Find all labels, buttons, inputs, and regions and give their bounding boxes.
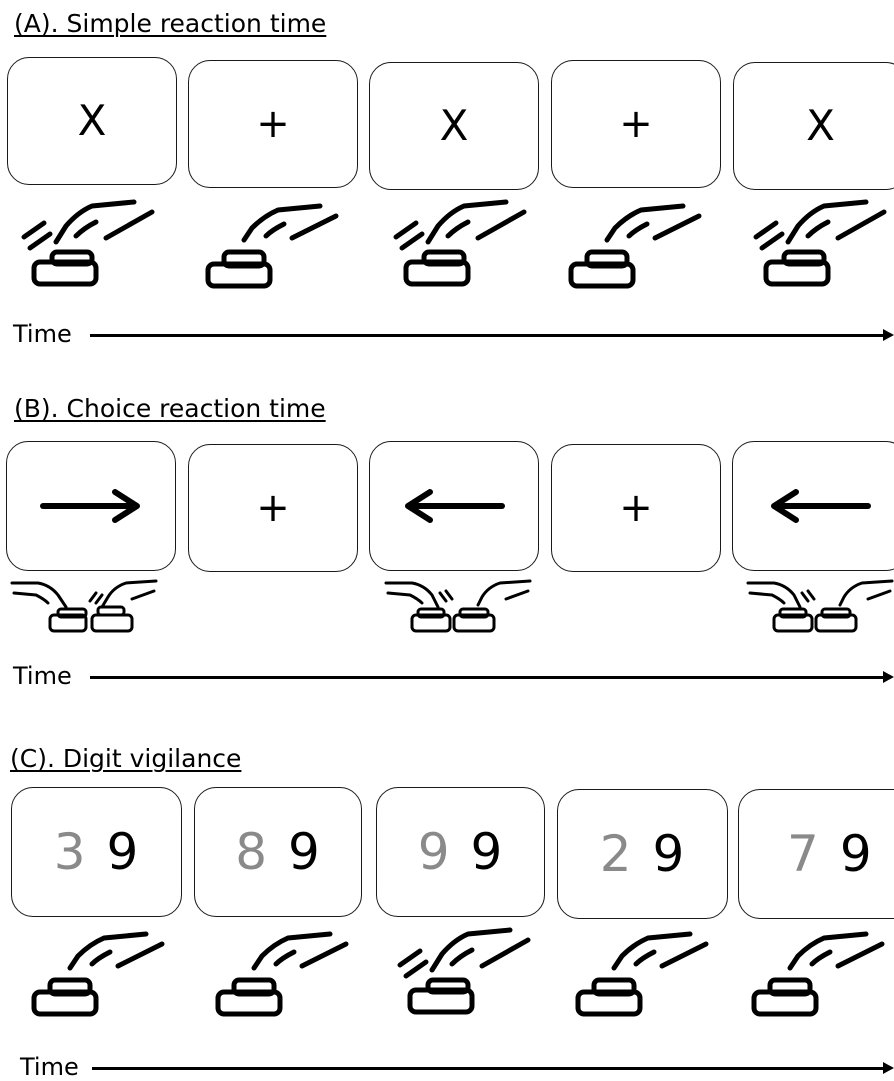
hand-pressing-button-icon (21, 199, 155, 287)
two-hands-left-press-icon (746, 579, 894, 633)
section-b-title: (B). Choice reaction time (14, 394, 326, 423)
right-arrow-icon (40, 489, 140, 523)
section-a-title: (A). Simple reaction time (14, 9, 327, 38)
distractor-digit: 3 (53, 823, 87, 881)
time-axis-label: Time (13, 662, 72, 690)
hand-pressing-button-icon (753, 199, 887, 287)
stimulus-frame-a2: + (188, 60, 358, 188)
stimulus-frame-a4: + (551, 60, 721, 188)
two-hands-right-press-icon (10, 579, 158, 633)
target-digit: 9 (470, 823, 504, 881)
time-arrow-line (92, 1067, 885, 1070)
hand-resting-button-icon (575, 931, 709, 1017)
hand-resting-button-icon (751, 931, 885, 1017)
stimulus-x: X (439, 101, 469, 150)
distractor-digit: 2 (599, 825, 633, 883)
hand-resting-button-icon (31, 931, 165, 1017)
stimulus-x: X (806, 101, 835, 150)
time-axis-label: Time (13, 320, 72, 348)
time-arrow-line (90, 676, 885, 679)
hand-pressing-button-icon (397, 927, 531, 1015)
left-arrow-icon (771, 489, 871, 523)
hand-resting-button-icon (568, 203, 702, 289)
stimulus-frame-a5: X (733, 62, 894, 190)
target-digit: 9 (652, 825, 686, 883)
stimulus-frame-a1: X (7, 57, 177, 185)
target-digit: 9 (288, 823, 321, 881)
stimulus-frame-a3: X (369, 62, 539, 190)
time-arrow-line (90, 334, 885, 337)
time-arrow-head-icon (883, 671, 894, 683)
section-c-title: (C). Digit vigilance (10, 744, 242, 773)
stimulus-frame-b2: + (188, 444, 358, 572)
time-arrow-head-icon (883, 329, 894, 341)
stimulus-frame-b5 (732, 441, 894, 571)
fixation-cross: + (256, 101, 290, 147)
distractor-digit: 9 (417, 823, 451, 881)
time-axis-label: Time (20, 1053, 79, 1081)
left-arrow-icon (405, 489, 505, 523)
two-hands-left-press-icon (384, 579, 532, 633)
fixation-cross: + (619, 485, 653, 531)
hand-pressing-button-icon (393, 199, 527, 287)
distractor-digit: 8 (235, 823, 268, 881)
stimulus-frame-b1 (6, 441, 176, 571)
time-arrow-head-icon (883, 1062, 894, 1074)
target-digit: 9 (106, 823, 140, 881)
fixation-cross: + (256, 485, 290, 531)
target-digit: 9 (839, 825, 873, 883)
hand-resting-button-icon (205, 203, 339, 289)
fixation-cross: + (619, 101, 653, 147)
stimulus-frame-b3 (369, 441, 539, 571)
stimulus-x: X (77, 96, 107, 145)
distractor-digit: 7 (787, 825, 820, 883)
hand-resting-button-icon (215, 931, 349, 1017)
stimulus-frame-b4: + (551, 444, 721, 572)
